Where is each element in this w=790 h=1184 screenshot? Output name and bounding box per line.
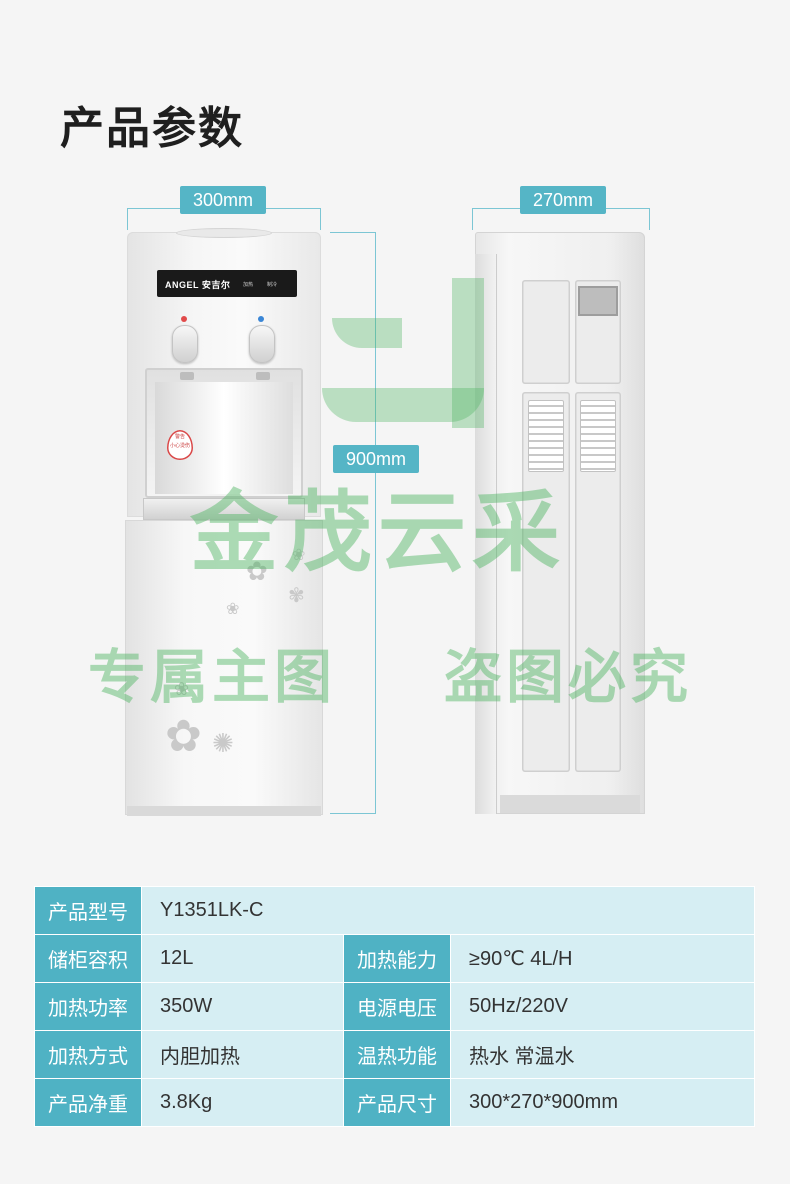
flower-decoration-icon: ❀ — [174, 679, 190, 699]
height-line — [375, 232, 376, 814]
warning-drop-icon: 警告 小心烫伤 — [167, 430, 193, 460]
flower-decoration-icon: ✾ — [288, 585, 305, 607]
flower-decoration-icon: ❀ — [292, 547, 306, 564]
flower-decoration-icon: ✺ — [212, 728, 234, 758]
spec-label: 电源电压 — [343, 982, 451, 1031]
cold-nozzle — [256, 372, 270, 380]
spec-label: 储柜容积 — [34, 934, 142, 983]
panel-label-heat: 加热 — [243, 282, 254, 288]
table-row: 加热功率 350W 电源电压 50Hz/220V — [34, 982, 756, 1031]
flower-decoration-icon: ✿ — [165, 712, 202, 761]
spec-label: 加热功率 — [34, 982, 142, 1031]
spec-value: 热水 常温水 — [449, 1030, 756, 1079]
flower-decoration-icon: ❀ — [226, 601, 240, 618]
table-row: 产品型号 Y1351LK-C — [34, 886, 756, 935]
side-vent-left — [528, 400, 564, 472]
front-width-badge: 300mm — [180, 186, 266, 214]
side-depth-badge: 270mm — [520, 186, 606, 214]
spec-value: 内胆加热 — [141, 1030, 344, 1079]
height-badge: 900mm — [333, 445, 419, 473]
spec-value: 300*270*900mm — [449, 1078, 756, 1127]
drip-tray — [143, 498, 305, 520]
page-title: 产品参数 — [60, 104, 244, 153]
height-tick-top — [330, 232, 376, 233]
control-panel: ANGEL 安吉尔 加热 制冷 — [157, 270, 297, 297]
hot-nozzle — [180, 372, 194, 380]
side-depth-tick-right — [649, 208, 650, 230]
spec-value: 12L — [141, 934, 344, 983]
cold-indicator-dot — [258, 316, 264, 322]
hot-water-knob — [172, 325, 198, 363]
side-depth-tick-left — [472, 208, 473, 230]
flower-decoration-icon: ✿ — [246, 556, 268, 586]
spec-value: 3.8Kg — [141, 1078, 344, 1127]
table-row: 储柜容积 12L 加热能力 ≥90℃ 4L/H — [34, 934, 756, 983]
side-panel-top-left — [522, 280, 570, 384]
front-width-tick-right — [320, 208, 321, 230]
side-vent-right — [580, 400, 616, 472]
cabinet-door — [125, 520, 323, 815]
table-row: 加热方式 内胆加热 温热功能 热水 常温水 — [34, 1030, 756, 1079]
spec-label: 加热方式 — [34, 1030, 142, 1079]
spec-value: 350W — [141, 982, 344, 1031]
normal-water-knob — [249, 325, 275, 363]
spec-label: 产品型号 — [34, 886, 142, 935]
spec-label: 产品净重 — [34, 1078, 142, 1127]
hot-indicator-dot — [181, 316, 187, 322]
spec-value: ≥90℃ 4L/H — [449, 934, 756, 983]
height-tick-bottom — [330, 813, 376, 814]
spec-table: 产品型号 Y1351LK-C 储柜容积 12L 加热能力 ≥90℃ 4L/H 加… — [34, 886, 756, 1127]
front-width-tick-left — [127, 208, 128, 230]
spec-label: 温热功能 — [343, 1030, 451, 1079]
spec-value: Y1351LK-C — [140, 886, 756, 935]
panel-label-cool: 制冷 — [267, 282, 278, 288]
table-row: 产品净重 3.8Kg 产品尺寸 300*270*900mm — [34, 1078, 756, 1127]
brand-logo: ANGEL 安吉尔 — [165, 280, 231, 290]
spec-label: 加热能力 — [343, 934, 451, 983]
rating-label-plate — [578, 286, 618, 316]
spec-label: 产品尺寸 — [343, 1078, 451, 1127]
spec-value: 50Hz/220V — [449, 982, 756, 1031]
